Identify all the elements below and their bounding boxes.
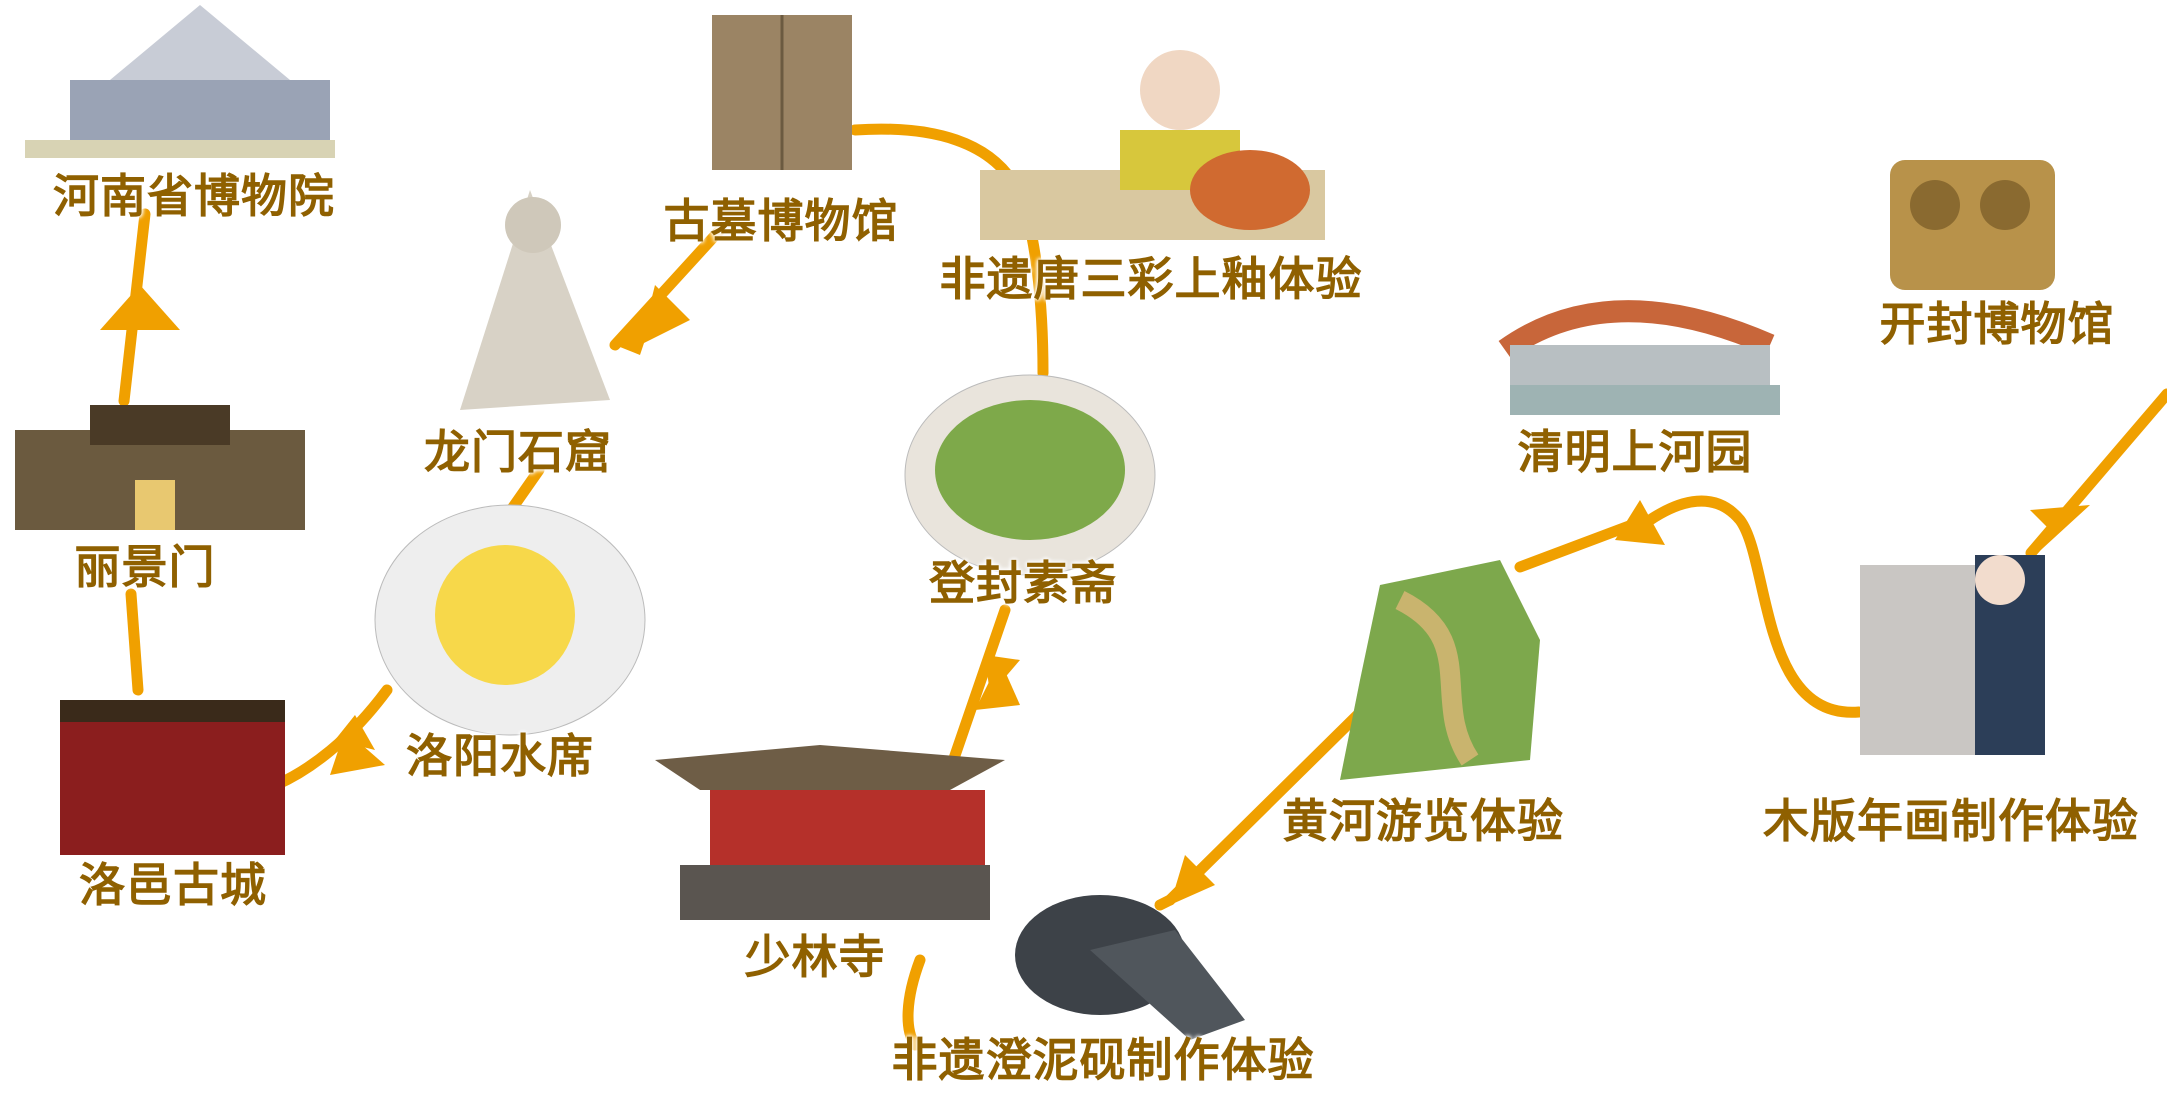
arrow-head-icon — [975, 660, 1020, 710]
henan-museum-image — [25, 5, 335, 158]
shaolin-temple-image — [655, 745, 1005, 920]
route-segment — [270, 684, 393, 791]
arrow-head-icon — [1615, 500, 1665, 545]
arrow-head-icon — [1170, 855, 1215, 905]
stop-label-woodblock-print: 木版年画制作体验 — [1763, 794, 2139, 848]
stop-label-chengni-inkstone: 非遗澄泥砚制作体验 — [891, 1033, 1315, 1087]
arrow-head-icon — [615, 310, 655, 355]
route-segment — [902, 954, 926, 1051]
luoyang-water-banquet-image — [374, 504, 646, 736]
ancient-tomb-museum-image — [712, 15, 852, 170]
stop-label-henan-museum: 河南省博物院 — [53, 169, 335, 223]
route-segment — [505, 464, 545, 516]
stop-label-luoyang-water-banquet: 洛阳水席 — [406, 729, 594, 783]
stop-label-dengfeng-vegetarian: 登封素斋 — [929, 556, 1117, 610]
route-segment — [609, 224, 726, 351]
route-segment — [1154, 894, 1176, 911]
yellow-river-image — [1340, 560, 1540, 780]
kaifeng-museum-image — [1890, 160, 2055, 290]
woodblock-print-image — [1860, 555, 2045, 755]
route-segment — [125, 588, 144, 696]
arrow-head-icon — [330, 730, 385, 775]
stop-label-tang-sancai-glazing: 非遗唐三彩上釉体验 — [939, 252, 1363, 306]
stop-label-shaolin-temple: 少林寺 — [744, 930, 886, 984]
arrow-head-icon — [640, 285, 690, 345]
stop-label-luoyi-old-town: 洛邑古城 — [79, 858, 267, 912]
dengfeng-vegetarian-image — [904, 374, 1156, 576]
lijing-gate-image — [15, 405, 305, 530]
stop-label-longmen-grottoes: 龙门石窟 — [424, 425, 612, 479]
chengni-inkstone-image — [1015, 895, 1245, 1040]
route-segment — [1644, 495, 1865, 718]
stop-label-ancient-tomb-museum: 古墓博物馆 — [663, 194, 899, 248]
arrow-head-icon — [2030, 505, 2090, 560]
luoyi-old-town-image — [60, 700, 285, 855]
stop-label-kaifeng-museum: 开封博物馆 — [1879, 297, 2115, 351]
longmen-grottoes-image — [460, 190, 610, 410]
arrow-head-icon — [100, 285, 180, 330]
stop-label-lijing-gate: 丽景门 — [74, 540, 216, 594]
tang-sancai-image — [980, 50, 1325, 240]
stop-label-yellow-river-tour: 黄河游览体验 — [1282, 794, 1564, 848]
qingming-park-image — [1498, 300, 1780, 415]
route-segment — [944, 604, 1011, 776]
stop-label-qingming-park: 清明上河园 — [1517, 425, 1753, 479]
